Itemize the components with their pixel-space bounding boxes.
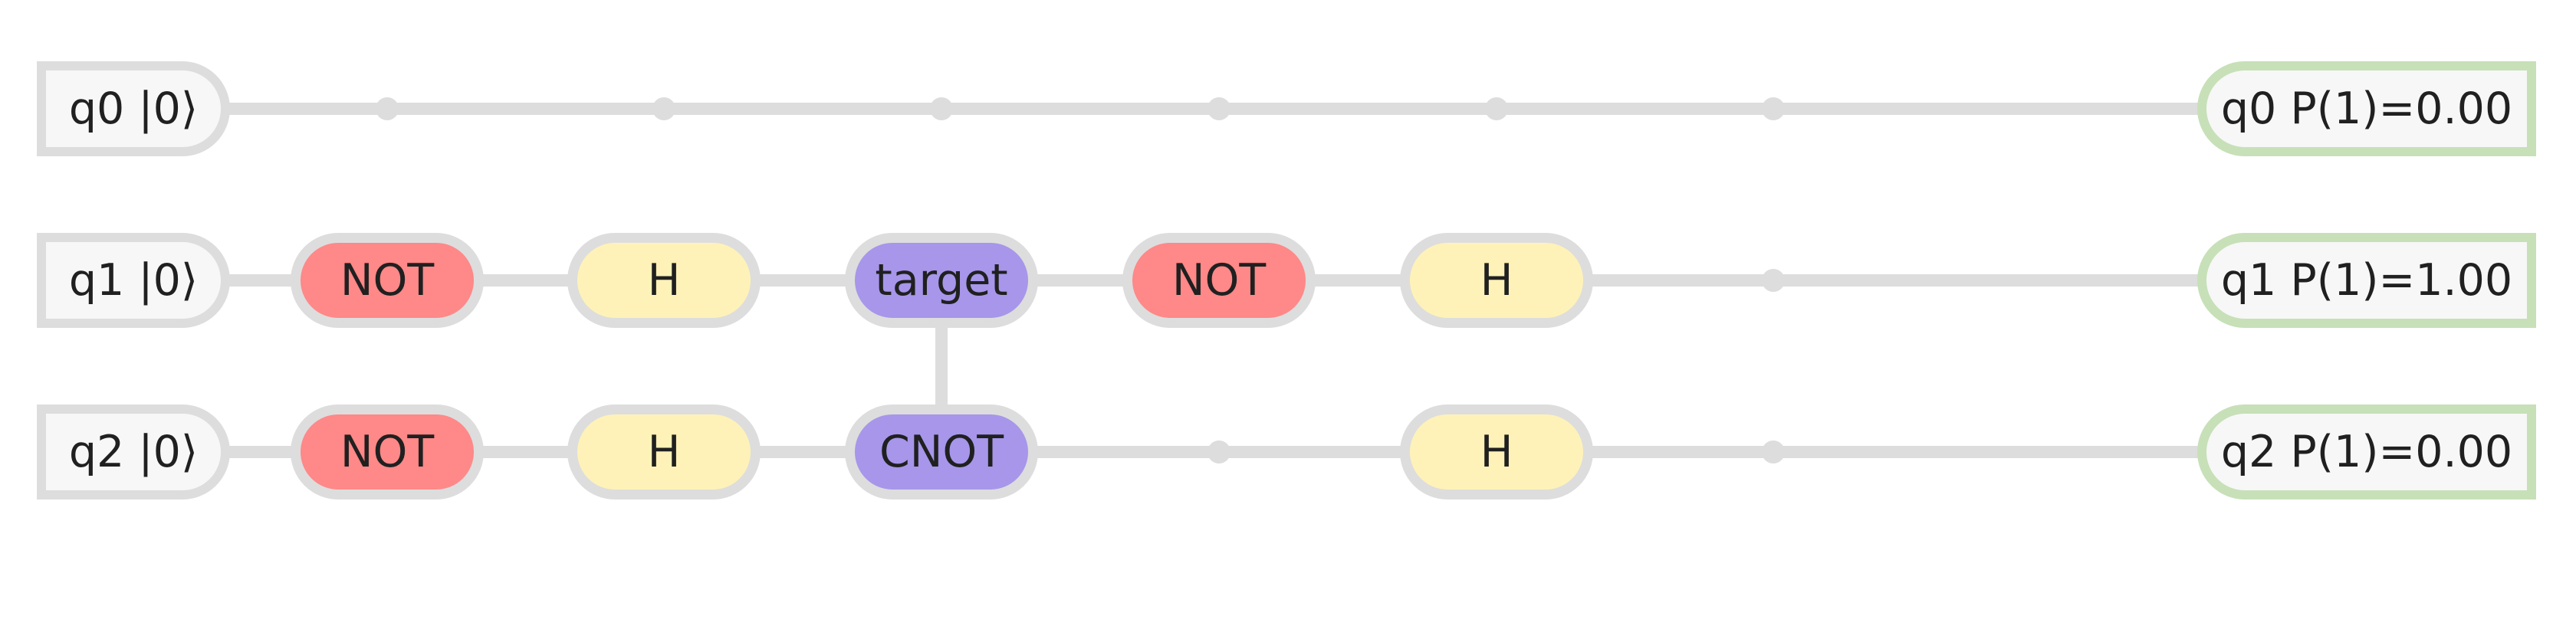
q0-empty-slot [1485,97,1508,120]
q1-not-gate[interactable]: NOT [1122,233,1316,328]
q1-not-gate[interactable]: NOT [291,233,484,328]
q2-input-label: q2 |0⟩ [37,404,230,499]
q2-h-gate[interactable]: H [1400,404,1593,499]
q2-not-gate[interactable]: NOT [291,404,484,499]
q2-empty-slot [1762,441,1785,463]
q2-output-probability: q2 P(1)=0.00 [2197,404,2536,499]
q1-output-probability: q1 P(1)=1.00 [2197,233,2536,328]
q2-cnot-control-gate[interactable]: CNOT [845,404,1038,499]
q0-empty-slot [652,97,675,120]
q1-input-label: q1 |0⟩ [37,233,230,328]
q0-empty-slot [1762,97,1785,120]
q1-h-gate[interactable]: H [1400,233,1593,328]
q1-cnot-target-gate[interactable]: target [845,233,1038,328]
q0-empty-slot [930,97,953,120]
q1-empty-slot [1762,269,1785,292]
q0-empty-slot [376,97,399,120]
q1-h-gate[interactable]: H [567,233,761,328]
q2-empty-slot [1208,441,1230,463]
q0-output-probability: q0 P(1)=0.00 [2197,61,2536,156]
q2-h-gate[interactable]: H [567,404,761,499]
q0-empty-slot [1208,97,1230,120]
q0-input-label: q0 |0⟩ [37,61,230,156]
